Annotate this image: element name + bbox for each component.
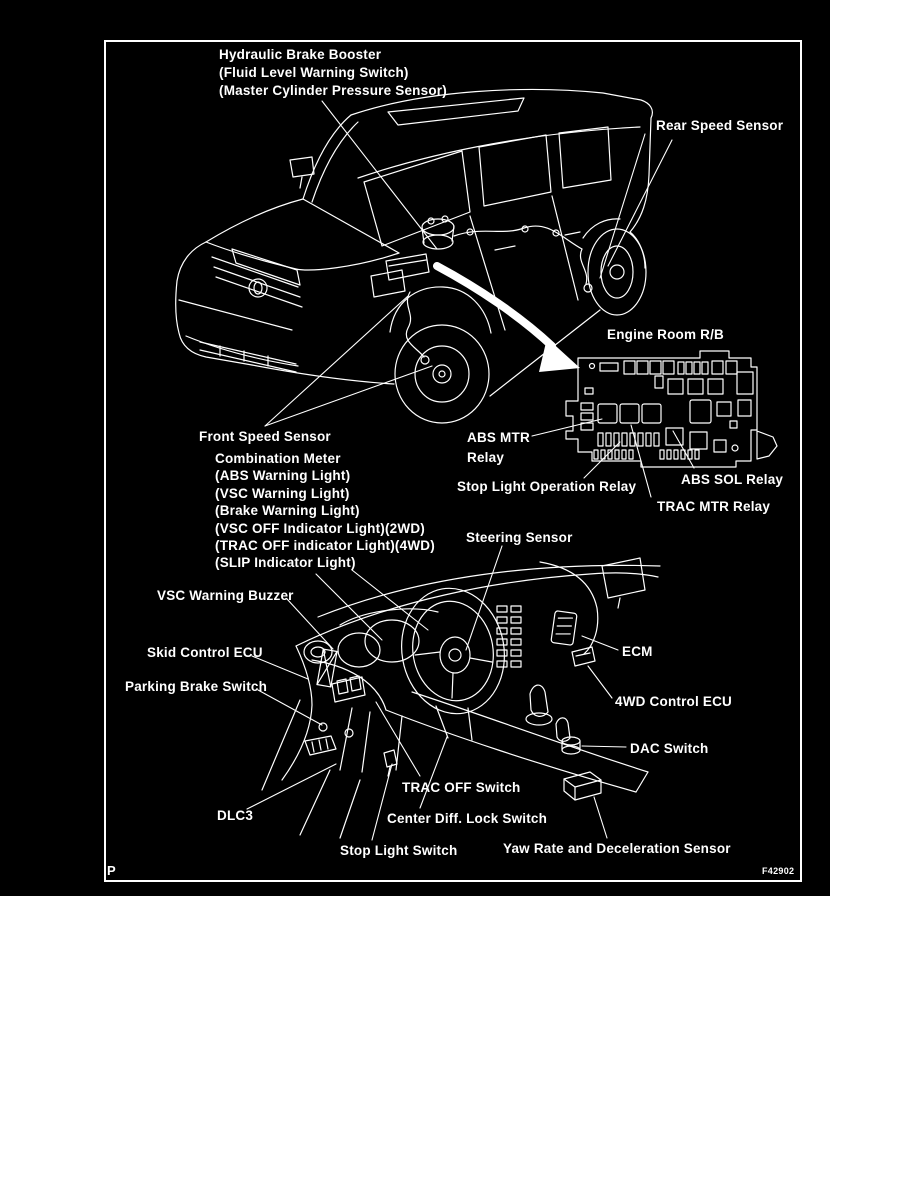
label-front-speed-sensor: Front Speed Sensor — [199, 429, 331, 444]
label-stop-light-operation-relay: Stop Light Operation Relay — [457, 479, 637, 494]
parking-brake-switch-part — [318, 722, 328, 732]
dac-switch-part — [561, 736, 581, 755]
label-line: (VSC Warning Light) — [215, 485, 350, 501]
yaw-rate-sensor-part — [563, 771, 602, 801]
abs-sol-relay-part — [689, 399, 712, 424]
fourwd-control-ecu-part — [571, 646, 596, 667]
label-line: (VSC OFF Indicator Light)(2WD) — [215, 520, 425, 536]
stop-light-operation-relay-part — [641, 403, 662, 424]
label-dlc3: DLC3 — [217, 808, 254, 823]
label-hydraulic-brake-booster: Hydraulic Brake Booster (Fluid Level War… — [219, 46, 447, 100]
label-stop-light-switch: Stop Light Switch — [340, 843, 458, 858]
label-steering-sensor: Steering Sensor — [466, 530, 573, 545]
label-skid-control-ecu: Skid Control ECU — [147, 645, 263, 660]
label-line: (Brake Warning Light) — [215, 503, 360, 519]
component-location-illustration — [175, 88, 778, 841]
label-ecm: ECM — [622, 644, 653, 659]
label-parking-brake-switch: Parking Brake Switch — [125, 679, 268, 694]
label-dac-switch: DAC Switch — [630, 741, 709, 756]
label-4wd-control-ecu: 4WD Control ECU — [615, 694, 732, 709]
page-marker: P — [107, 863, 116, 878]
abs-mtr-relay-part — [597, 403, 618, 424]
label-trac-mtr-relay: TRAC MTR Relay — [657, 499, 771, 514]
label-line: Hydraulic Brake Booster — [219, 47, 382, 62]
stop-light-switch-part — [383, 749, 398, 768]
trac-mtr-relay-part — [619, 403, 640, 424]
fuse-box-illustration — [565, 350, 778, 468]
label-line: Combination Meter — [215, 451, 341, 466]
figure-background — [0, 0, 830, 896]
label-line: (Master Cylinder Pressure Sensor) — [219, 83, 447, 98]
dlc3-part — [304, 735, 337, 756]
label-vsc-warning-buzzer: VSC Warning Buzzer — [157, 588, 294, 603]
ecm-part — [550, 610, 578, 646]
label-abs-mtr-relay: ABS MTR Relay — [467, 428, 530, 468]
label-combination-meter: Combination Meter (ABS Warning Light) (V… — [215, 450, 435, 572]
label-line: ABS MTR — [467, 430, 530, 445]
label-line: (TRAC OFF indicator Light)(4WD) — [215, 538, 435, 554]
skid-control-ecu-part — [316, 648, 338, 688]
figure-frame — [104, 40, 802, 882]
figure-code: F42902 — [762, 866, 795, 876]
label-abs-sol-relay: ABS SOL Relay — [681, 472, 784, 487]
label-trac-off-switch: TRAC OFF Switch — [402, 780, 521, 795]
fusebox-pointer-arrow-icon — [433, 262, 580, 372]
dashboard-illustration — [261, 557, 661, 839]
label-yaw-rate-deceleration-sensor: Yaw Rate and Deceleration Sensor — [503, 841, 731, 856]
label-line: (Fluid Level Warning Switch) — [219, 65, 409, 80]
connector-tab — [756, 430, 778, 460]
callout-leader-lines — [246, 100, 695, 841]
label-line: (SLIP Indicator Light) — [215, 555, 356, 571]
label-rear-speed-sensor: Rear Speed Sensor — [656, 118, 784, 133]
label-engine-room-rb: Engine Room R/B — [607, 327, 724, 342]
steering-sensor-part — [439, 636, 471, 674]
vehicle-illustration — [175, 88, 653, 424]
label-line: (ABS Warning Light) — [215, 468, 351, 484]
label-line: Relay — [467, 450, 505, 465]
label-center-diff-lock-switch: Center Diff. Lock Switch — [387, 811, 548, 826]
